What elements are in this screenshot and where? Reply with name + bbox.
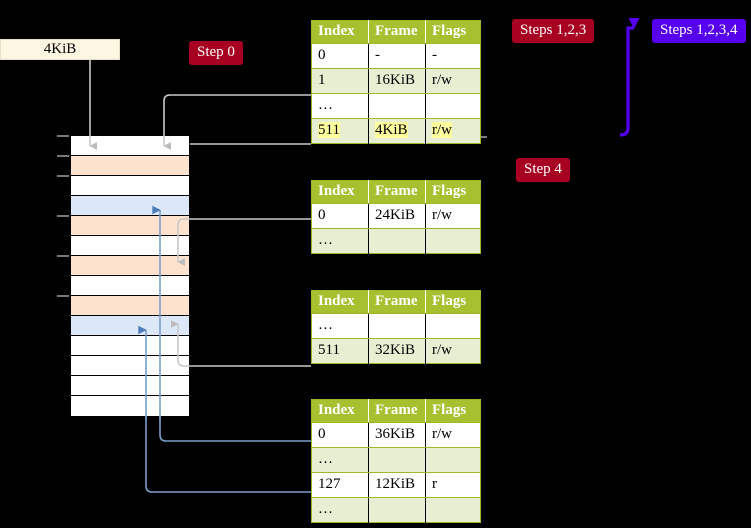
table0-header-index: Index — [311, 20, 369, 44]
table2-flags-cell: r/w — [425, 338, 481, 364]
memory-row-tick — [57, 295, 69, 297]
table0-index-cell: … — [311, 93, 369, 119]
steps-bracket-arrow — [619, 18, 640, 137]
memory-frame-row — [71, 316, 189, 336]
wire-table3-row127-to-memory — [145, 415, 311, 493]
table0-flags-cell: - — [425, 43, 481, 69]
table3-header-index: Index — [311, 399, 369, 423]
table2-header-index: Index — [311, 290, 369, 314]
table1-header-index: Index — [311, 180, 369, 204]
memory-frame-row — [57, 135, 189, 156]
memory-row-tick — [57, 215, 69, 217]
table1-frame-cell — [368, 228, 426, 254]
table0-header-frame: Frame — [368, 20, 426, 44]
table2-frame-cell: 32KiB — [368, 338, 426, 364]
table3-frame-cell — [368, 447, 426, 473]
table3-index-cell: 127 — [311, 472, 369, 498]
memory-size-label: 4KiB — [0, 39, 120, 60]
step-4-badge: Step 4 — [516, 158, 570, 182]
table0-flags-cell: r/w — [425, 118, 481, 144]
table3-index-cell: 0 — [311, 422, 369, 448]
table2-header-frame: Frame — [368, 290, 426, 314]
table2-flags-cell — [425, 313, 481, 339]
table-row: … — [311, 93, 481, 119]
table0-index-cell: 511 — [311, 118, 369, 144]
table3-frame-cell: 12KiB — [368, 472, 426, 498]
table-row: 0-- — [311, 43, 481, 69]
table2-index-cell: … — [311, 313, 369, 339]
table1-flags-cell — [425, 228, 481, 254]
memory-frame-row — [57, 255, 189, 276]
steps-1234-badge: Steps 1,2,3,4 — [652, 19, 746, 43]
table-row: … — [311, 447, 481, 473]
table0-index-cell: 0 — [311, 43, 369, 69]
table3-header-frame: Frame — [368, 399, 426, 423]
memory-frame-row — [57, 215, 189, 236]
table0-frame-cell: - — [368, 43, 426, 69]
table0-frame-cell: 16KiB — [368, 68, 426, 94]
table1-index-cell: … — [311, 228, 369, 254]
memory-row-tick — [57, 155, 69, 157]
table2-index-cell: 511 — [311, 338, 369, 364]
table0-flags-cell — [425, 93, 481, 119]
table1-flags-cell: r/w — [425, 203, 481, 229]
table3-header-flags: Flags — [425, 399, 481, 423]
memory-frame-row — [71, 276, 189, 296]
memory-frame-row — [71, 396, 189, 416]
table2-frame-cell — [368, 313, 426, 339]
table0-header-flags: Flags — [425, 20, 481, 44]
table3-frame-cell — [368, 497, 426, 523]
table3-index-cell: … — [311, 497, 369, 523]
memory-frame-row — [57, 155, 189, 176]
table2-header-flags: Flags — [425, 290, 481, 314]
table1-header-frame: Frame — [368, 180, 426, 204]
table1-index-cell: 0 — [311, 203, 369, 229]
step-0-badge: Step 0 — [189, 41, 243, 65]
memory-frame-row — [57, 175, 189, 196]
memory-frame-row — [71, 376, 189, 396]
physical-memory-column — [57, 135, 190, 416]
table3-flags-cell — [425, 447, 481, 473]
table3-flags-cell — [425, 497, 481, 523]
memory-frame-row — [57, 295, 189, 316]
memory-frame-row — [71, 336, 189, 356]
table0-index-cell: 1 — [311, 68, 369, 94]
table3-index-cell: … — [311, 447, 369, 473]
table1-header-flags: Flags — [425, 180, 481, 204]
table0-frame-cell — [368, 93, 426, 119]
wire-table1-row0-to-memory — [177, 218, 311, 266]
table1-frame-cell: 24KiB — [368, 203, 426, 229]
memory-row-tick — [57, 135, 69, 137]
memory-frame-row — [71, 236, 189, 256]
memory-row-tick — [57, 175, 69, 177]
wire-table2-row511-to-memory — [171, 320, 311, 367]
table3-frame-cell: 36KiB — [368, 422, 426, 448]
table-row: … — [311, 497, 481, 523]
table3-flags-cell: r — [425, 472, 481, 498]
memory-row-tick — [57, 255, 69, 257]
table-row: … — [311, 313, 481, 339]
wire-table3-row0-to-memory — [159, 415, 311, 442]
table3-flags-cell: r/w — [425, 422, 481, 448]
memory-frame-row — [71, 356, 189, 376]
table0-flags-cell: r/w — [425, 68, 481, 94]
table-row: … — [311, 228, 481, 254]
table0-frame-cell: 4KiB — [368, 118, 426, 144]
steps-123-badge: Steps 1,2,3 — [512, 19, 595, 43]
memory-frame-row — [71, 196, 189, 216]
